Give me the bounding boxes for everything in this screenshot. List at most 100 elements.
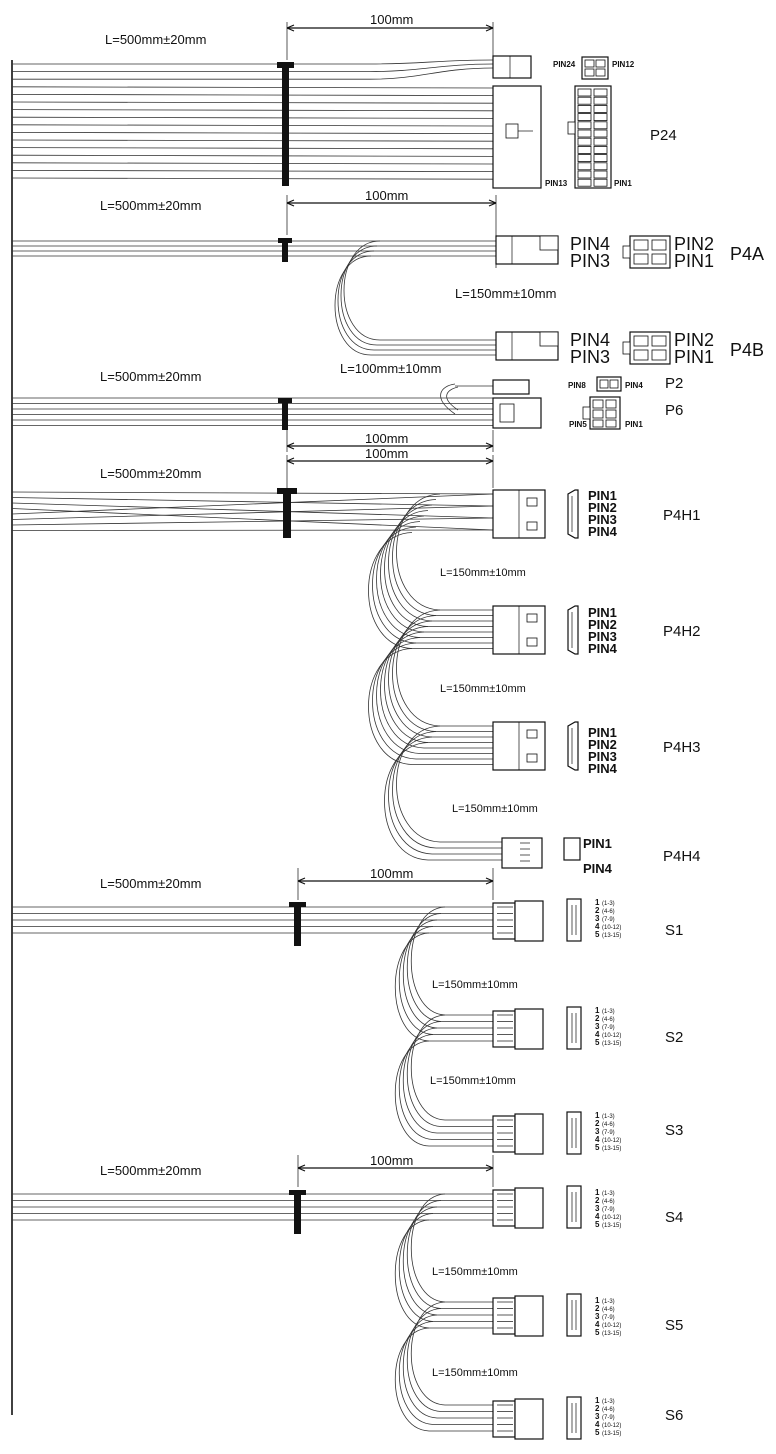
pinout-face-p2 xyxy=(596,376,622,392)
pin4-label: PIN4 xyxy=(570,330,610,350)
svg-text:4: 4 xyxy=(595,1320,600,1329)
svg-text:(10-12): (10-12) xyxy=(602,925,621,931)
pin-cell xyxy=(577,154,592,163)
sata-plug xyxy=(492,902,516,940)
cable-tie xyxy=(282,62,289,186)
sata-plug-body xyxy=(514,1008,544,1050)
dimension-line: 100mm xyxy=(297,866,494,900)
pin1-label: PIN1 xyxy=(674,347,714,367)
pin1-label: PIN1 xyxy=(588,725,617,740)
dimension-line: 100mm xyxy=(286,12,494,60)
pin-cell xyxy=(577,113,592,121)
dimension-label: 100mm xyxy=(370,1153,413,1168)
group-p6: L=500mm±20mm PIN8 PIN4 PIN5 PIN1 P2 P6 xyxy=(12,369,683,452)
branch-length-label: L=150mm±10mm xyxy=(432,1266,518,1278)
connector-plug-p4a xyxy=(495,235,559,265)
branch-length-label: L=150mm±10mm xyxy=(432,1367,518,1379)
pinout-face-p4b xyxy=(622,331,671,365)
svg-text:(7-9): (7-9) xyxy=(602,1025,615,1031)
connector-plug-p2 xyxy=(492,379,530,395)
svg-text:(7-9): (7-9) xyxy=(602,1130,615,1136)
wire xyxy=(396,609,493,727)
svg-text:4: 4 xyxy=(595,1420,600,1429)
pin3-label: PIN3 xyxy=(570,251,610,271)
svg-text:5: 5 xyxy=(595,1220,600,1229)
svg-text:2: 2 xyxy=(595,906,600,915)
connector-name-s5: S5 xyxy=(665,1317,683,1334)
wire xyxy=(384,742,502,861)
svg-text:(10-12): (10-12) xyxy=(602,1423,621,1429)
svg-text:(13-15): (13-15) xyxy=(602,1146,621,1152)
pin3-label: PIN3 xyxy=(588,629,617,644)
svg-text:2: 2 xyxy=(595,1404,600,1413)
svg-text:5: 5 xyxy=(595,1038,600,1047)
pin-cell xyxy=(577,162,592,171)
pin-cell xyxy=(577,88,592,97)
wire xyxy=(11,109,494,112)
molex-latch xyxy=(526,637,538,647)
sata-legend: 1(1-3) 2(4-6) 3(7-9) 4(10-12) 5(13-15) xyxy=(595,1188,621,1229)
pinout-face-small xyxy=(581,56,609,80)
svg-text:(1-3): (1-3) xyxy=(602,1299,615,1305)
sata-face xyxy=(566,1396,582,1440)
sata-legend: 1(1-3) 2(4-6) 3(7-9) 4(10-12) 5(13-15) xyxy=(595,1111,621,1152)
connector-plug-small xyxy=(492,55,532,79)
sata-plug xyxy=(492,1189,516,1227)
dimension-line: 100mm xyxy=(286,446,494,490)
cable-tie xyxy=(282,398,288,430)
pin2-label: PIN2 xyxy=(588,737,617,752)
svg-text:4: 4 xyxy=(595,1030,600,1039)
wire xyxy=(410,1301,493,1406)
connector-name-p6: P6 xyxy=(665,402,683,419)
wire xyxy=(11,517,494,526)
sata-legend: 1(1-3) 2(4-6) 3(7-9) 4(10-12) 5(13-15) xyxy=(595,1396,621,1437)
wire xyxy=(398,1321,493,1425)
pin-cell xyxy=(593,178,608,187)
connector-name-p4h1: P4H1 xyxy=(663,507,701,524)
svg-text:(7-9): (7-9) xyxy=(602,1415,615,1421)
wire xyxy=(11,497,494,507)
wire xyxy=(11,132,494,134)
sata-plug-body xyxy=(514,1187,544,1229)
pin-cell xyxy=(593,154,608,163)
dimension-label: 100mm xyxy=(365,446,408,461)
connector-name-s4: S4 xyxy=(665,1209,683,1226)
pin-cell xyxy=(577,96,592,105)
sata-plug xyxy=(492,1115,516,1153)
cable-tie xyxy=(282,238,288,262)
length-label: L=500mm±20mm xyxy=(100,466,201,481)
wire xyxy=(11,154,494,157)
pin-cell xyxy=(577,105,592,113)
molex-face xyxy=(567,605,579,655)
svg-text:(1-3): (1-3) xyxy=(602,1191,615,1197)
wire xyxy=(11,101,494,104)
pin2-label: PIN2 xyxy=(674,234,714,254)
connector-name-p4h2: P4H2 xyxy=(663,623,701,640)
branch-length-label: L=150mm±10mm xyxy=(432,979,518,991)
wire xyxy=(406,1308,493,1412)
sata-plug-body xyxy=(514,1295,544,1337)
svg-text:5: 5 xyxy=(595,1328,600,1337)
wire xyxy=(402,1314,493,1419)
wire xyxy=(11,116,494,119)
branch-length-label: L=100mm±10mm xyxy=(340,361,441,376)
pin-cell xyxy=(593,162,608,171)
sata-face xyxy=(566,898,582,942)
svg-text:4: 4 xyxy=(595,1212,600,1221)
pin3-label: PIN3 xyxy=(588,749,617,764)
wire xyxy=(394,932,493,1042)
sata-legend: 1(1-3) 2(4-6) 3(7-9) 4(10-12) 5(13-15) xyxy=(595,1296,621,1337)
svg-text:4: 4 xyxy=(595,922,600,931)
wire-bundle xyxy=(12,240,496,356)
wire-bundle xyxy=(11,59,494,180)
pin-cell xyxy=(577,178,592,187)
pin2-label: PIN2 xyxy=(588,500,617,515)
pin-cell xyxy=(593,113,608,121)
fdd-plug xyxy=(501,837,543,869)
group-molex: L=500mm±20mm 100mm PIN1 PIN2 PIN3 PIN4 P… xyxy=(11,446,701,876)
connector-name-s1: S1 xyxy=(665,922,683,939)
svg-text:(10-12): (10-12) xyxy=(602,1033,621,1039)
svg-text:3: 3 xyxy=(595,1204,600,1213)
wire xyxy=(396,493,493,611)
length-label: L=500mm±20mm xyxy=(100,369,201,384)
